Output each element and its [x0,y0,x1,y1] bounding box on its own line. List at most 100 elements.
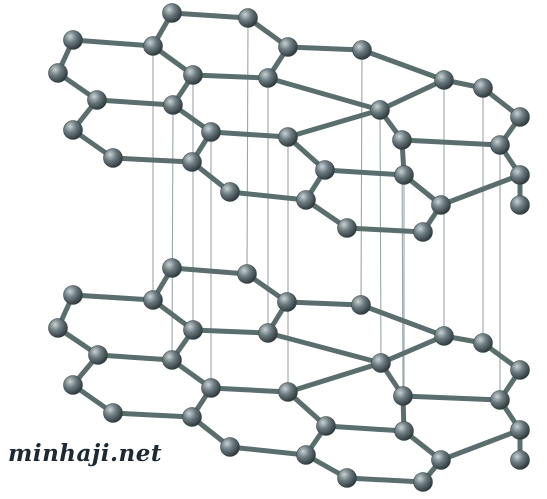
carbon-atom [394,421,414,441]
carbon-bond [322,167,407,178]
carbon-atom [63,120,83,140]
watermark-text: minhaji.net [8,440,162,467]
carbon-atom [163,95,183,115]
carbon-bond [110,155,195,165]
carbon-bond [285,107,383,140]
carbon-atom [490,135,510,155]
carbon-atom [371,353,391,373]
carbon-atom [337,218,357,238]
carbon-bond [323,423,407,434]
carbon-bond [358,302,447,339]
carbon-atom [238,8,258,28]
carbon-atom [183,320,203,340]
interlayer-line [246,17,249,275]
carbon-atom [351,295,371,315]
carbon-atom [183,65,203,85]
carbon-bond [344,225,426,235]
top-layer-atoms [48,3,530,242]
carbon-bond [438,172,523,208]
carbon-atom [162,350,182,370]
carbon-bond [400,393,503,403]
carbon-bond [438,427,523,463]
carbon-bond [378,333,447,366]
carbon-atom [337,468,357,488]
carbon-atom [296,445,316,465]
carbon-bond [169,265,250,277]
carbon-atom [296,190,316,210]
carbon-atom [473,78,493,98]
carbon-atom [63,285,83,305]
carbon-atom [392,130,412,150]
bottom-layer-atoms [48,258,530,492]
carbon-atom [473,333,493,353]
carbon-atom [277,292,297,312]
interlayer-line [379,109,382,364]
carbon-bond [344,475,426,485]
carbon-bond [265,75,383,113]
carbon-atom [370,100,390,120]
carbon-atom [103,403,123,423]
carbon-atom [431,450,451,470]
carbon-atom [63,375,83,395]
carbon-bond [169,10,251,21]
carbon-bond [227,444,309,458]
carbon-atom [413,472,433,492]
carbon-atom [237,264,257,284]
carbon-bond [227,189,309,203]
carbon-atom [143,290,163,310]
carbon-bond [359,47,447,83]
carbon-bond [265,330,384,366]
carbon-atom [103,148,123,168]
carbon-atom [220,437,240,457]
carbon-atom [182,407,202,427]
carbon-atom [434,326,454,346]
carbon-atom [201,122,221,142]
carbon-atom [182,152,202,172]
carbon-bond [399,137,503,148]
carbon-atom [220,182,240,202]
carbon-atom [48,63,68,83]
carbon-bond [190,72,271,81]
carbon-atom [201,378,221,398]
carbon-bond [377,77,447,113]
carbon-atom [434,70,454,90]
carbon-bond [70,37,156,49]
interlayer-line [171,104,174,361]
carbon-bond [110,410,195,420]
carbon-atom [258,68,278,88]
carbon-atom [413,222,433,242]
carbon-atom [316,416,336,436]
carbon-atom [87,90,107,110]
carbon-bond [285,360,384,395]
carbon-atom [278,382,298,402]
carbon-atom [394,165,414,185]
carbon-atom [510,195,530,215]
carbon-atom [510,165,530,185]
carbon-atom [162,3,182,23]
carbon-atom [88,345,108,365]
interlayer-line [360,49,363,306]
carbon-atom [278,127,298,147]
carbon-atom [490,390,510,410]
carbon-atom [315,160,335,180]
carbon-bond [284,299,364,308]
carbon-atom [352,40,372,60]
carbon-atom [48,318,68,338]
carbon-bond [208,385,291,395]
carbon-bond [95,352,175,363]
carbon-atom [162,258,182,278]
carbon-atom [431,195,451,215]
carbon-atom [510,450,530,470]
carbon-atom [258,323,278,343]
carbon-atom [63,30,83,50]
carbon-bond [208,129,291,140]
carbon-atom [510,107,530,127]
carbon-atom [510,360,530,380]
carbon-bond [94,97,176,108]
carbon-bond [70,292,156,303]
carbon-atom [393,386,413,406]
carbon-atom [143,36,163,56]
carbon-bond [190,327,271,336]
